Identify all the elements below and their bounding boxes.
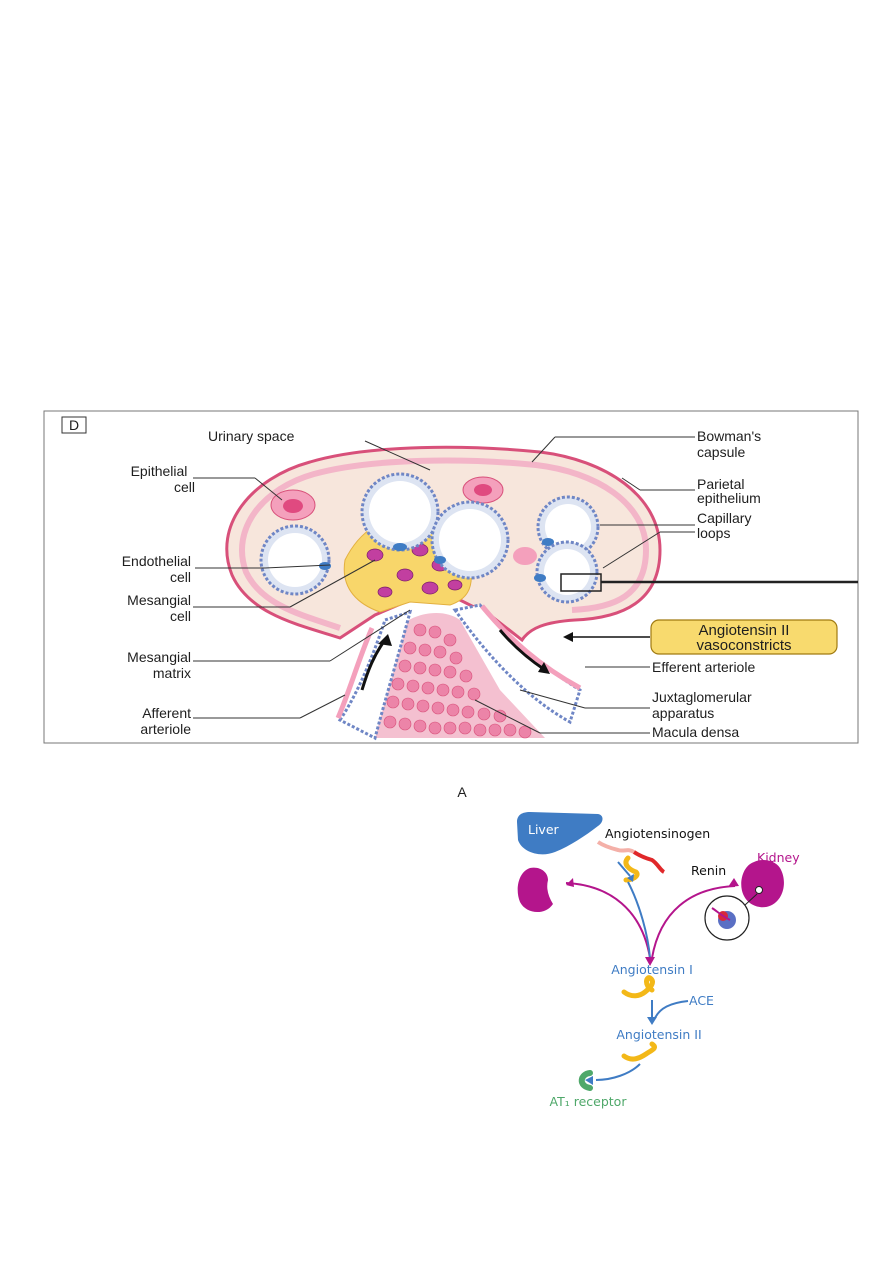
podocyte-nucleus — [474, 484, 492, 496]
capillary-loops — [259, 472, 600, 604]
label-capillary-2: loops — [697, 525, 730, 541]
callout-line-1: Angiotensin II — [699, 622, 790, 639]
liver-shape — [517, 812, 603, 855]
callout-line-2: vasoconstricts — [696, 637, 791, 654]
glomerulus-panel: D — [43, 410, 859, 744]
label-juxta-1: Juxtaglomerular — [652, 689, 752, 705]
receptor-arrowhead — [585, 1076, 593, 1085]
label-mesangial-matrix-2: matrix — [153, 665, 191, 681]
receptor-arrow — [595, 1063, 641, 1081]
renin-label: Renin — [691, 863, 726, 878]
capillary-loop — [430, 500, 510, 580]
angiotensin1-peptide — [621, 975, 655, 999]
cleavage-arrow — [617, 861, 631, 877]
afferent-arrowhead — [378, 634, 392, 646]
label-parietal-2: epithelium — [697, 490, 761, 506]
panel-letter-box — [61, 416, 87, 434]
label-efferent: Efferent arteriole — [652, 659, 755, 675]
efferent-wall — [480, 604, 582, 691]
renin-arrow-right — [651, 885, 736, 959]
label-endothelial-2: cell — [170, 569, 191, 585]
cleavage-arrowhead — [627, 874, 634, 882]
afferent-arteriole — [337, 609, 413, 741]
angiotensin2-peptide — [621, 1041, 657, 1062]
macula-densa-cells — [383, 623, 532, 739]
zoom-arteriole — [711, 907, 731, 921]
label-afferent-2: arteriole — [140, 721, 191, 737]
angiotensinogen-chain-red — [632, 850, 666, 874]
capillary-loop — [259, 524, 331, 596]
label-bowmans-2: capsule — [697, 444, 745, 460]
angiotensin2-label: Angiotensin II — [616, 1027, 701, 1042]
capillary-loop — [534, 540, 599, 604]
label-afferent-1: Afferent — [142, 705, 191, 721]
at1-receptor-shape — [578, 1070, 593, 1091]
parietal-epithelium-layer — [239, 457, 650, 631]
conversion-arrow-1 — [627, 881, 651, 959]
ras-panel: A Liver Angiotensinogen Kidney Renin Ang… — [457, 784, 800, 1109]
zoom-leader — [744, 893, 758, 906]
label-macula: Macula densa — [652, 724, 739, 740]
label-juxta-2: apparatus — [652, 705, 714, 721]
convergence-arrowhead — [645, 957, 655, 966]
left-kidney — [517, 867, 553, 913]
kidney-label: Kidney — [757, 850, 800, 865]
angiotensinogen-chain — [596, 840, 636, 854]
angiotensin1-label: Angiotensin I — [611, 962, 693, 977]
label-capillary-1: Capillary — [697, 510, 751, 526]
right-kidney — [741, 860, 784, 908]
label-epithelial-1: Epithelial — [131, 463, 188, 479]
podocyte-cell — [513, 547, 537, 565]
callout-arrowhead — [563, 632, 573, 642]
label-urinary-space: Urinary space — [208, 428, 295, 444]
renin-arrow-left — [565, 882, 651, 959]
at1-receptor-label: AT₁ receptor — [550, 1094, 628, 1109]
kidney-point — [755, 886, 763, 894]
label-mesangial-cell-1: Mesangial — [127, 592, 191, 608]
leader-lines — [193, 436, 695, 734]
right-renin-marker — [728, 878, 739, 887]
efferent-arrowhead — [538, 662, 550, 674]
podocyte-nucleus — [283, 499, 303, 513]
conversion-arrowhead-2 — [647, 1017, 657, 1025]
liver-label: Liver — [528, 822, 560, 837]
label-mesangial-cell-2: cell — [170, 608, 191, 624]
ace-arrow — [654, 1000, 689, 1019]
angiotensin-callout-box — [650, 619, 838, 655]
panel-letter-d: D — [69, 417, 79, 433]
label-epithelial-2: cell — [174, 479, 195, 495]
label-parietal-1: Parietal — [697, 476, 744, 492]
ace-label: ACE — [689, 993, 714, 1008]
label-endothelial-1: Endothelial — [122, 553, 191, 569]
label-bowmans-1: Bowman's — [697, 428, 761, 444]
panel-letter-a: A — [457, 784, 467, 800]
angiotensinogen-label: Angiotensinogen — [605, 826, 710, 841]
label-mesangial-matrix-1: Mesangial — [127, 649, 191, 665]
capillary-loop — [360, 472, 440, 552]
